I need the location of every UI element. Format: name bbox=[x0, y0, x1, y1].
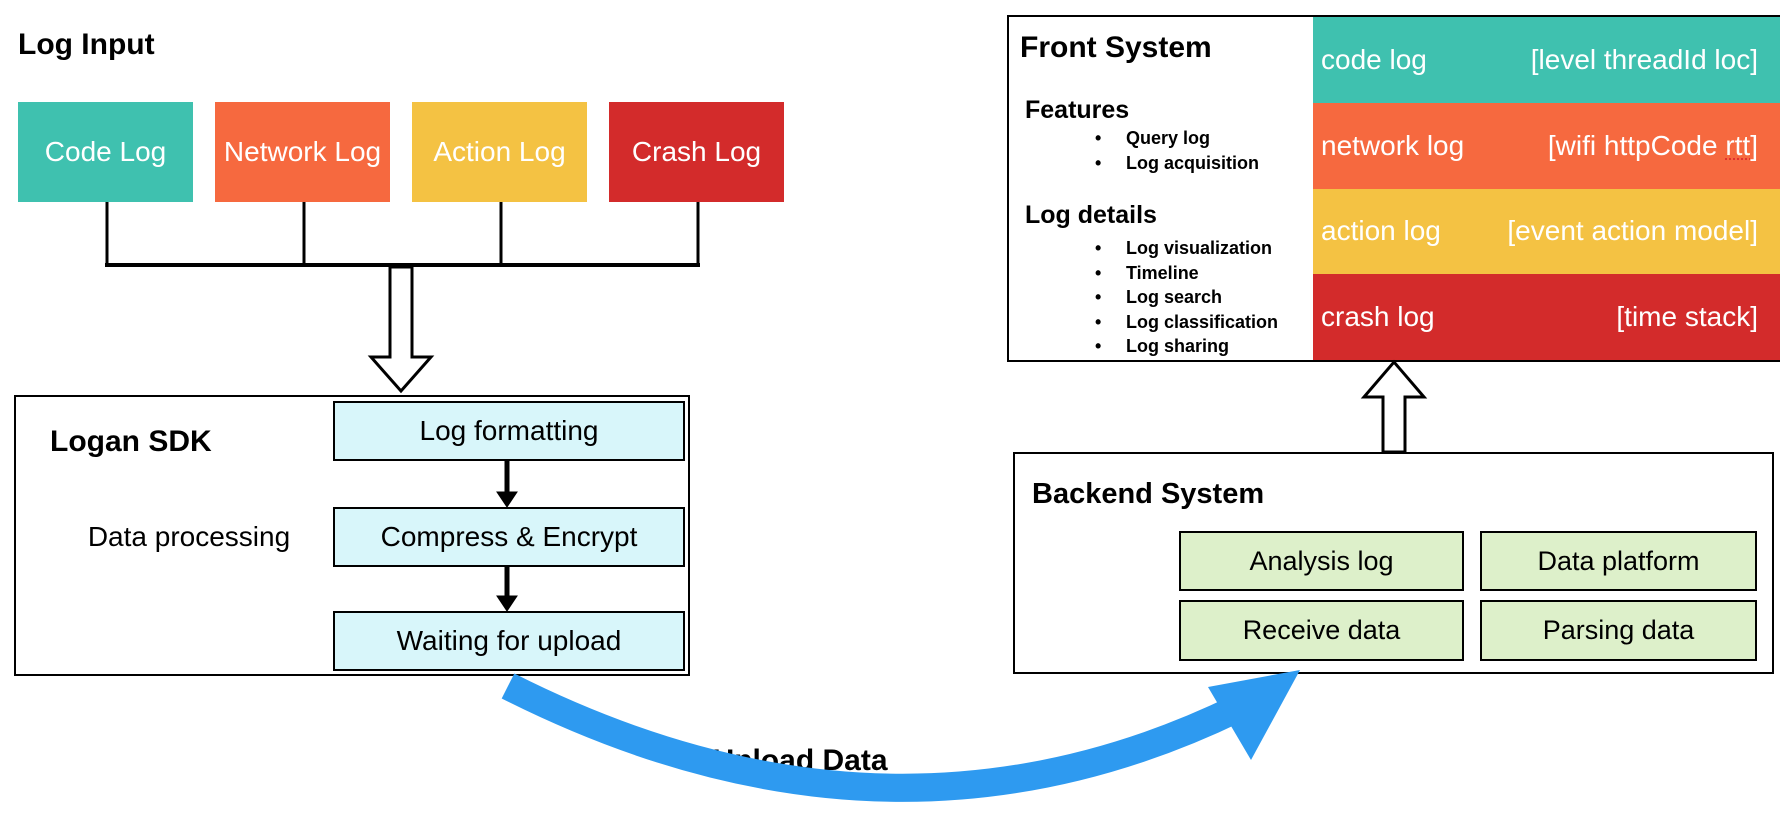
receive-data-box: Receive data bbox=[1179, 600, 1464, 661]
bullet-text: Log classification bbox=[1126, 311, 1279, 332]
list-item: • Timeline bbox=[1009, 261, 1278, 286]
step-waiting-upload: Waiting for upload bbox=[333, 611, 685, 671]
crash-log-box: Crash Log bbox=[609, 102, 784, 202]
log-details-bullet-list: • Log visualization • Timeline • Log search… bbox=[1009, 236, 1278, 359]
data-platform-box: Data platform bbox=[1480, 531, 1757, 591]
list-item: • Log search bbox=[1009, 285, 1278, 310]
list-item: • Log visualization bbox=[1009, 236, 1278, 261]
step-waiting-upload-label: Waiting for upload bbox=[396, 625, 622, 656]
parsing-data-label: Parsing data bbox=[1542, 615, 1695, 645]
row-label: network log bbox=[1321, 129, 1465, 161]
bullet-text: Timeline bbox=[1126, 262, 1199, 283]
front-system-title: Front System bbox=[1020, 31, 1212, 64]
network-log-row: network log [wifi httpCode rtt] bbox=[1313, 102, 1780, 189]
network-log-label: Network Log bbox=[223, 136, 382, 167]
row-label: action log bbox=[1321, 215, 1441, 247]
action-log-label: Action Log bbox=[433, 136, 566, 167]
list-item: • Log sharing bbox=[1009, 334, 1278, 359]
action-log-box: Action Log bbox=[412, 102, 587, 202]
network-log-box: Network Log bbox=[215, 102, 390, 202]
bullet-text: Query log bbox=[1126, 128, 1211, 148]
row-label: code log bbox=[1321, 43, 1427, 75]
list-item: • Log classification bbox=[1009, 310, 1278, 335]
row-attrs: [time stack] bbox=[1616, 301, 1758, 333]
code-log-box: Code Log bbox=[18, 102, 193, 202]
crash-log-label: Crash Log bbox=[631, 136, 762, 167]
parsing-data-box: Parsing data bbox=[1480, 600, 1757, 661]
bullet-icon: • bbox=[1095, 152, 1102, 173]
row-attrs: [event action model] bbox=[1507, 215, 1758, 247]
input-connector-lines bbox=[105, 202, 700, 267]
step-log-formatting: Log formatting bbox=[333, 401, 685, 461]
data-platform-label: Data platform bbox=[1537, 545, 1700, 576]
features-heading: Features bbox=[1025, 96, 1130, 124]
log-input-title: Log Input bbox=[18, 28, 155, 61]
logan-sdk-box: Logan SDK Data processing Log formatting… bbox=[14, 395, 690, 676]
backend-system-box: Backend System Analysis log Data platfor… bbox=[1013, 452, 1774, 674]
bullet-icon: • bbox=[1095, 287, 1102, 307]
down-arrow-icon bbox=[367, 265, 435, 394]
data-processing-label: Data processing bbox=[87, 521, 291, 552]
features-bullet-list: • Query log • Log acquisition bbox=[1009, 126, 1259, 175]
list-item: • Query log bbox=[1009, 126, 1259, 151]
row-attrs: [level threadId loc] bbox=[1530, 43, 1758, 75]
bullet-icon: • bbox=[1095, 336, 1102, 356]
row-label: crash log bbox=[1321, 301, 1435, 333]
front-log-rows: code log [level threadId loc] network lo… bbox=[1313, 17, 1780, 360]
step-compress-encrypt-label: Compress & Encrypt bbox=[380, 521, 638, 552]
up-arrow-icon bbox=[1360, 359, 1428, 454]
upload-data-label: Upload Data bbox=[712, 744, 888, 777]
code-log-row: code log [level threadId loc] bbox=[1313, 17, 1780, 103]
analysis-log-box: Analysis log bbox=[1179, 531, 1464, 591]
bullet-text: Log sharing bbox=[1126, 336, 1229, 356]
bullet-icon: • bbox=[1095, 128, 1102, 148]
step-log-formatting-label: Log formatting bbox=[419, 415, 599, 446]
row-attrs: [wifi httpCode rtt] bbox=[1547, 129, 1758, 161]
front-system-box: Front System Features • Query log • Log ac… bbox=[1007, 15, 1780, 362]
receive-data-label: Receive data bbox=[1242, 615, 1401, 645]
list-item: • Log acquisition bbox=[1009, 151, 1259, 176]
crash-log-row: crash log [time stack] bbox=[1313, 274, 1780, 360]
step-compress-encrypt: Compress & Encrypt bbox=[333, 507, 685, 567]
code-log-label: Code Log bbox=[44, 136, 167, 167]
bullet-text: Log search bbox=[1126, 287, 1223, 307]
bullet-text: Log visualization bbox=[1126, 238, 1273, 258]
bullet-text: Log acquisition bbox=[1126, 152, 1259, 173]
bullet-icon: • bbox=[1095, 311, 1102, 332]
log-details-heading: Log details bbox=[1025, 201, 1157, 229]
logan-sdk-title: Logan SDK bbox=[50, 425, 212, 458]
backend-system-title: Backend System bbox=[1032, 478, 1265, 510]
bullet-icon: • bbox=[1095, 238, 1102, 258]
analysis-log-label: Analysis log bbox=[1249, 545, 1394, 576]
bullet-icon: • bbox=[1095, 262, 1102, 283]
action-log-row: action log [event action model] bbox=[1313, 188, 1780, 275]
